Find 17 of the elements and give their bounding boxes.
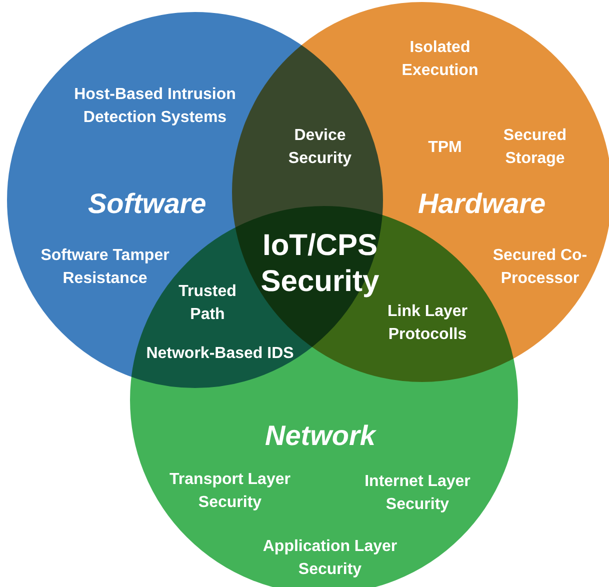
region-label: Device Security [287, 126, 353, 169]
region-label: TPM [427, 138, 463, 158]
region-label: Internet Layer Security [364, 472, 472, 515]
region-label: Software Tamper Resistance [40, 246, 170, 289]
region-label: Application Layer Security [262, 537, 398, 580]
region-label: Secured Storage [502, 126, 568, 169]
region-label: Trusted Path [178, 282, 238, 325]
region-label: Host-Based Intrusion Detection Systems [73, 85, 237, 128]
circle-title: Software [88, 188, 206, 220]
center-title: IoT/CPS Security [260, 228, 380, 300]
region-label: Link Layer Protocolls [386, 302, 469, 345]
region-label: Network-Based IDS [145, 344, 295, 364]
region-label: Isolated Execution [400, 38, 480, 81]
circle-title: Hardware [418, 188, 546, 220]
circle-title: Network [265, 420, 376, 452]
region-label: Transport Layer Security [168, 470, 292, 513]
region-label: Secured Co-Processor [492, 246, 588, 289]
